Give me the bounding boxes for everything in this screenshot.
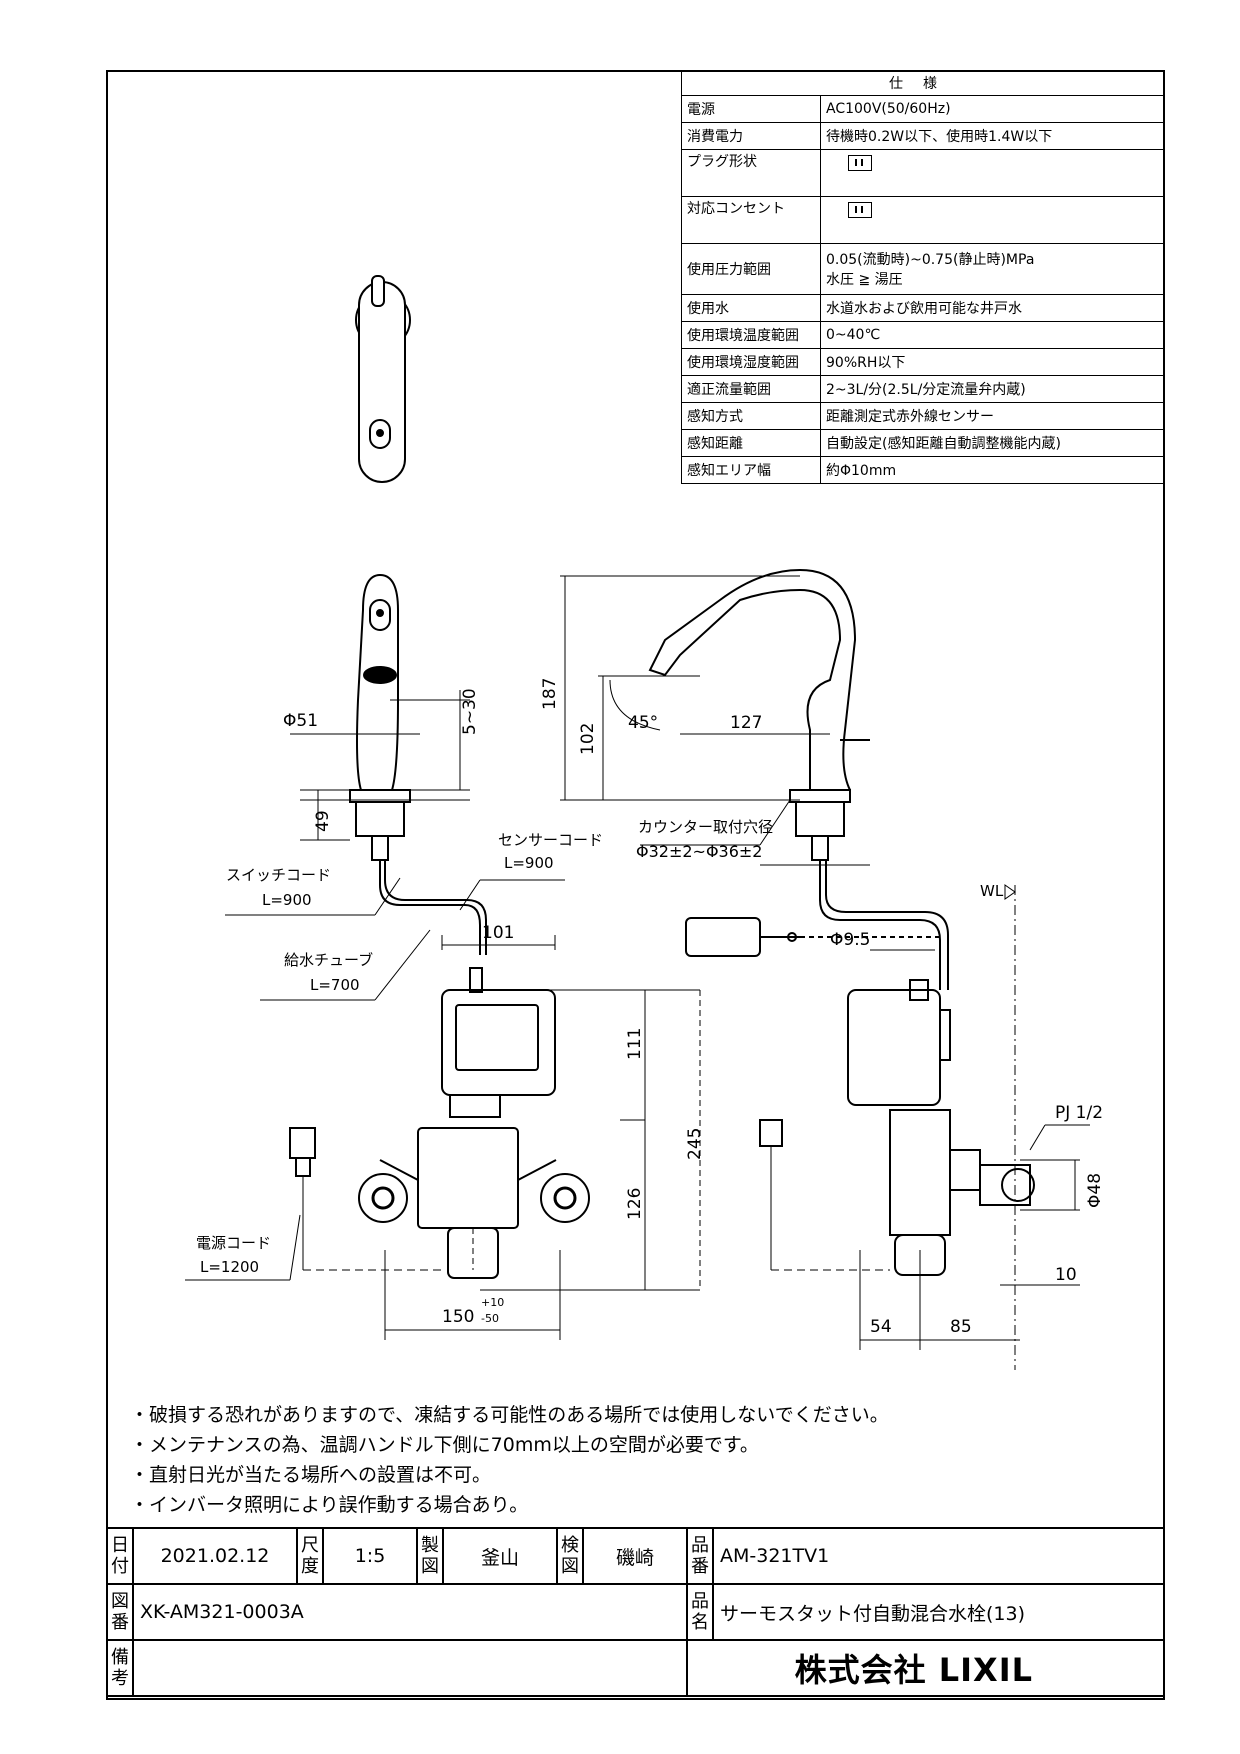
- dim-245: 245: [685, 1128, 705, 1160]
- sensor-cord-length: L=900: [504, 854, 554, 872]
- supply-tube-length: L=700: [310, 976, 360, 994]
- note-item: 直射日光が当たる場所への設置は不可。: [130, 1460, 889, 1490]
- title-block: 日付 2021.02.12 尺度 1:5 製図 釜山 検図 磯崎 品番 AM-3…: [106, 1527, 1165, 1697]
- power-cord-length: L=1200: [200, 1258, 259, 1276]
- product-name-value: サーモスタット付自動混合水栓(13): [712, 1583, 1165, 1641]
- scale-label: 尺度: [296, 1527, 324, 1585]
- control-unit-front: [289, 967, 590, 1279]
- pj-label: PJ 1/2: [1055, 1103, 1103, 1123]
- dim-150: 150: [442, 1307, 474, 1327]
- note-item: 破損する恐れがありますので、凍結する可能性のある場所では使用しないでください。: [130, 1400, 889, 1430]
- dim-150-tol-up: +10: [481, 1296, 504, 1309]
- company-logo: 株式会社 LIXIL: [686, 1639, 1165, 1697]
- dim-111: 111: [625, 1028, 645, 1060]
- remarks-value: [132, 1639, 688, 1697]
- dim-126: 126: [625, 1188, 645, 1220]
- front-dimension-lines: [185, 690, 701, 1340]
- dim-49: 49: [313, 810, 333, 832]
- dim-187: 187: [540, 678, 560, 710]
- product-name-label: 品名: [686, 1583, 714, 1641]
- part-no-value: AM-321TV1: [712, 1527, 1165, 1585]
- notes: 破損する恐れがありますので、凍結する可能性のある場所では使用しないでください。 …: [130, 1400, 889, 1520]
- dim-d95: Φ9.5: [830, 930, 870, 950]
- remarks-label: 備考: [106, 1639, 134, 1697]
- dim-d51: Φ51: [283, 711, 318, 731]
- power-cord-label: 電源コード: [196, 1234, 271, 1252]
- drawn-value: 釜山: [442, 1527, 558, 1585]
- dim-5-30: 5~30: [460, 688, 480, 735]
- side-dimension-lines: [560, 575, 1090, 1370]
- drawing-no-label: 図番: [106, 1583, 134, 1641]
- spec-row: 感知距離自動設定(感知距離自動調整機能内蔵): [681, 429, 1165, 457]
- scale-value: 1:5: [322, 1527, 418, 1585]
- dim-d48: Φ48: [1085, 1173, 1105, 1208]
- spec-row: プラグ形状: [681, 149, 1165, 197]
- dim-10: 10: [1055, 1265, 1077, 1285]
- outlet-icon: [848, 202, 872, 218]
- dim-127: 127: [730, 713, 762, 733]
- date-label: 日付: [106, 1527, 134, 1585]
- dim-54: 54: [870, 1317, 892, 1337]
- sensor-cord-label: センサーコード: [498, 831, 603, 849]
- dim-101: 101: [482, 923, 514, 943]
- dim-102: 102: [578, 723, 598, 755]
- supply-tube-label: 給水チューブ: [284, 951, 373, 969]
- counter-hole-dim: Φ32±2~Φ36±2: [636, 842, 762, 861]
- switch-cord-length: L=900: [262, 891, 312, 909]
- faucet-side-view: [648, 568, 1035, 1276]
- note-item: インバータ照明により誤作動する場合あり。: [130, 1490, 889, 1520]
- faucet-front-view: [349, 573, 487, 955]
- spec-row: 使用水水道水および飲用可能な井戸水: [681, 294, 1165, 322]
- dim-45: 45°: [628, 713, 658, 733]
- faucet-top-view: [355, 275, 411, 483]
- counter-hole-label: カウンター取付穴径: [638, 818, 773, 836]
- checked-label: 検図: [556, 1527, 584, 1585]
- plug-icon: [848, 155, 872, 171]
- dim-85: 85: [950, 1317, 972, 1337]
- checked-value: 磯崎: [582, 1527, 688, 1585]
- drawing-frame: [106, 70, 1165, 1700]
- switch-cord-label: スイッチコード: [226, 866, 331, 884]
- spec-row: 感知方式距離測定式赤外線センサー: [681, 402, 1165, 430]
- wl-label: WL: [980, 882, 1004, 900]
- part-no-label: 品番: [686, 1527, 714, 1585]
- dim-150-tol-dn: -50: [481, 1312, 499, 1325]
- date-value: 2021.02.12: [132, 1527, 298, 1585]
- drawing-no-value: XK-AM321-0003A: [132, 1583, 688, 1641]
- drawn-label: 製図: [416, 1527, 444, 1585]
- spec-row: 感知エリア幅約Φ10mm: [681, 456, 1165, 484]
- note-item: メンテナンスの為、温調ハンドル下側に70mm以上の空間が必要です。: [130, 1430, 889, 1460]
